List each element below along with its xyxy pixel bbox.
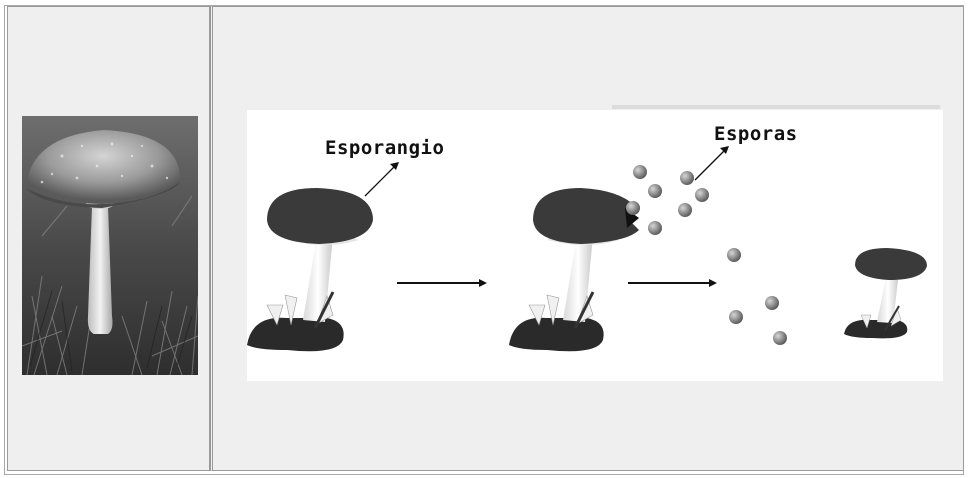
label-sporangium: Esporangio — [325, 137, 444, 159]
label-spores: Esporas — [714, 123, 798, 145]
arrow-1 — [397, 279, 487, 287]
arrow-2 — [628, 279, 717, 287]
spores-group-2 — [727, 248, 787, 345]
label-pointer-sporangium — [365, 162, 399, 196]
mushroom-stage-2 — [509, 188, 639, 351]
mushroom-stage-1 — [247, 188, 373, 351]
label-pointer-spores — [695, 146, 729, 180]
spore-dispersal-diagram: Esporangio Esporas — [247, 110, 943, 381]
mushroom-photo — [22, 116, 198, 375]
mushroom-stage-3 — [844, 248, 927, 338]
spores-group-1 — [626, 165, 709, 235]
divider-line — [612, 105, 940, 109]
